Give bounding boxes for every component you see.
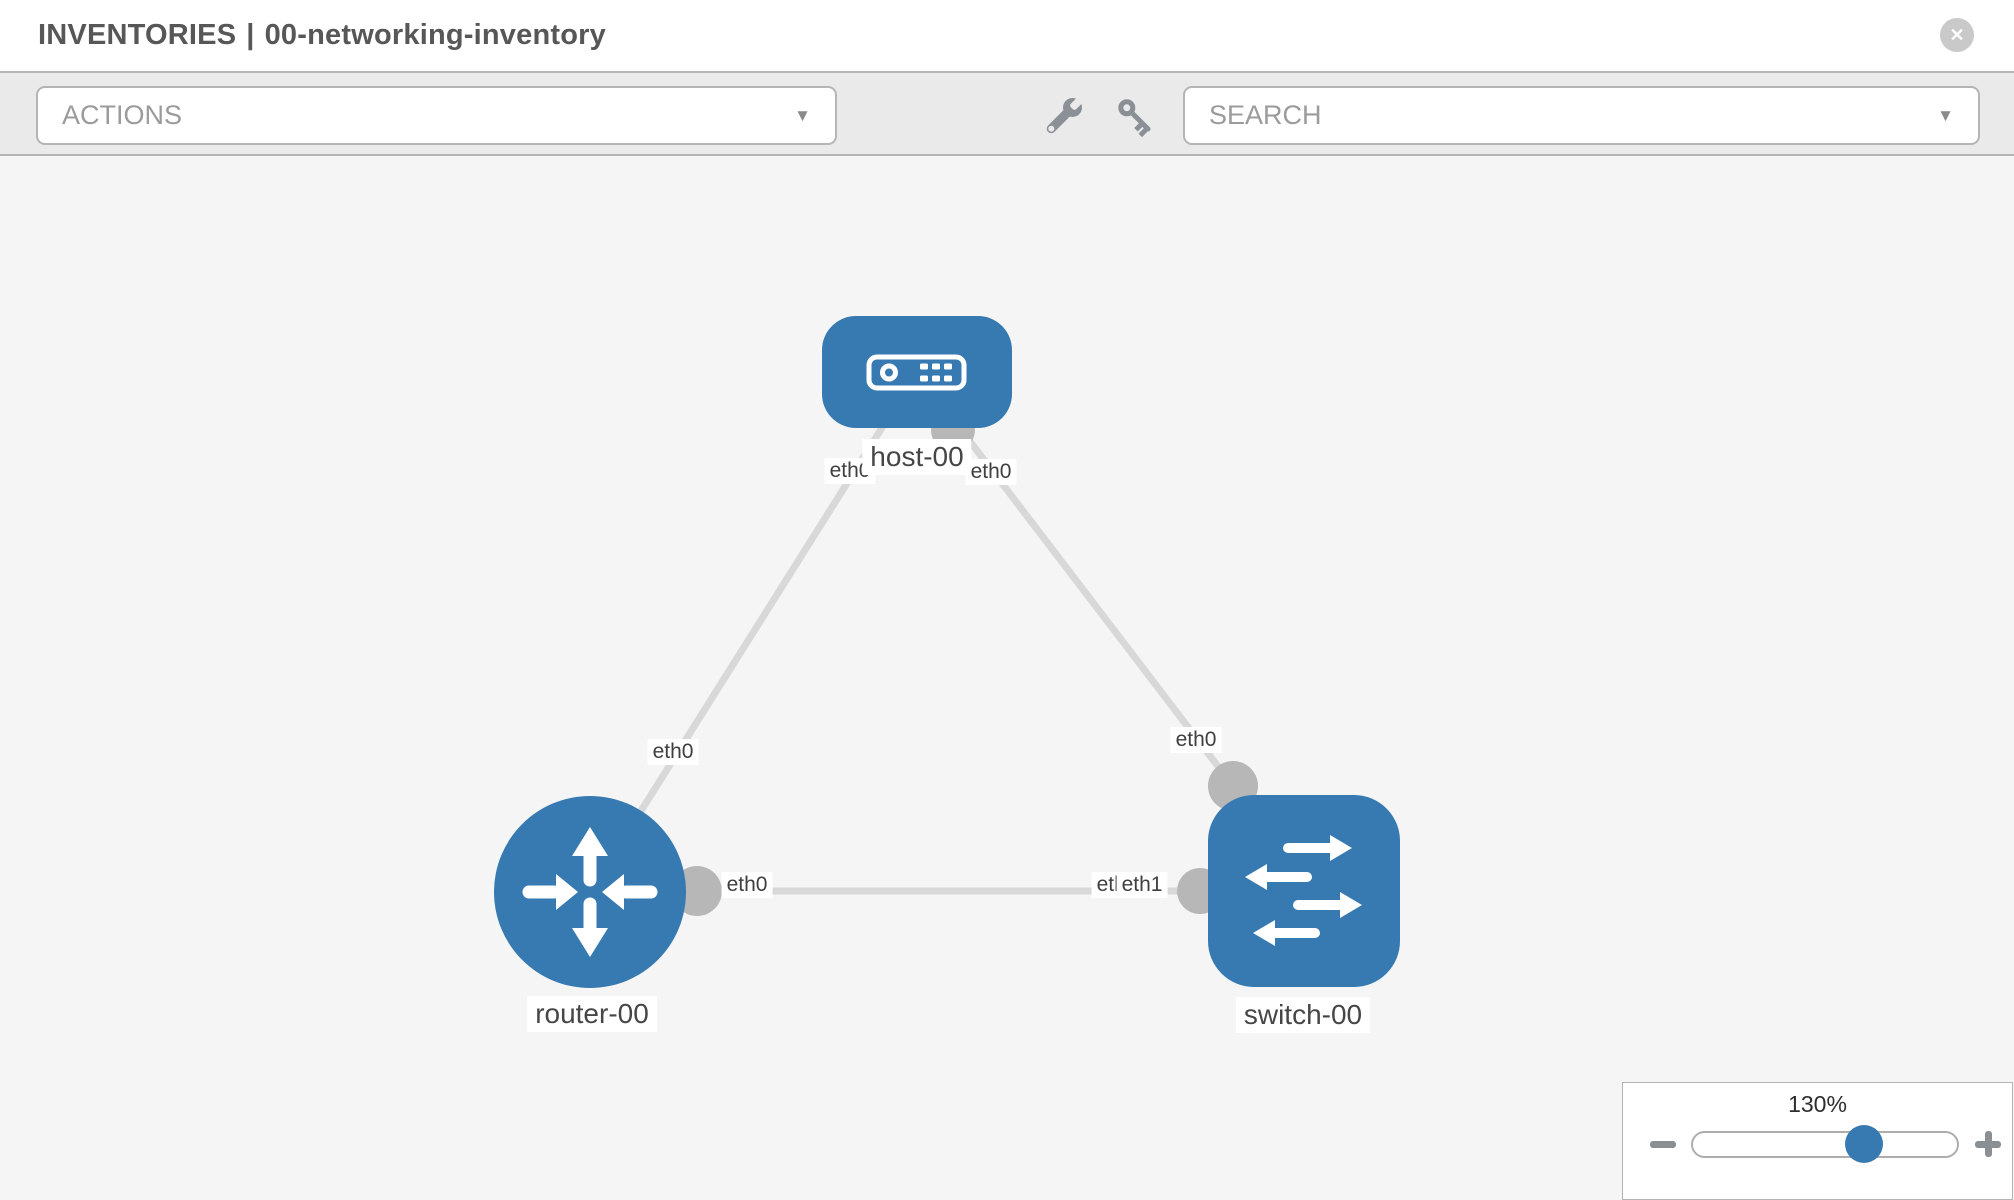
inventory-name: 00-networking-inventory	[264, 19, 606, 51]
zoom-control-panel: 130%	[1622, 1082, 2013, 1200]
host-icon	[866, 354, 967, 391]
interface-label: eth1	[1116, 872, 1168, 898]
title-bar: INVENTORIES | 00-networking-inventory ✕	[0, 0, 2014, 71]
zoom-in-button[interactable]	[1975, 1131, 2001, 1157]
interface-label: eth0	[647, 739, 699, 765]
router-icon	[522, 827, 658, 957]
interface-label: eth0	[965, 459, 1017, 485]
search-dropdown[interactable]: SEARCH ▼	[1183, 86, 1980, 145]
zoom-out-button[interactable]	[1650, 1141, 1676, 1148]
close-button[interactable]: ✕	[1940, 18, 1974, 52]
zoom-slider-track[interactable]	[1691, 1131, 1959, 1158]
title-separator: |	[246, 19, 255, 51]
node-label-host: host-00	[862, 439, 972, 475]
breadcrumb-section: INVENTORIES	[38, 19, 237, 51]
node-label-switch: switch-00	[1235, 997, 1371, 1033]
page-title: INVENTORIES | 00-networking-inventory	[38, 0, 606, 71]
node-host-00[interactable]	[822, 316, 1012, 428]
actions-dropdown-label: ACTIONS	[62, 100, 183, 130]
chevron-down-icon: ▼	[794, 105, 811, 125]
interface-label: eth0	[1170, 727, 1222, 753]
interface-label: eth0	[824, 458, 876, 484]
node-switch-00[interactable]	[1208, 795, 1400, 987]
chevron-down-icon: ▼	[1937, 105, 1954, 125]
plus-icon	[1984, 1131, 1992, 1157]
topology-canvas[interactable]: eth0 eth0 eth0 eth0 eth0 eth0 eth1 host-…	[0, 156, 2014, 1200]
interface-label: eth0	[721, 872, 773, 898]
toolbar: ACTIONS ▼ SEARCH ▼	[0, 71, 2014, 156]
wrench-icon[interactable]	[1042, 94, 1086, 138]
node-router-00[interactable]	[494, 796, 686, 988]
close-icon: ✕	[1949, 25, 1965, 45]
node-label-router: router-00	[527, 996, 657, 1032]
switch-icon	[1245, 835, 1362, 946]
topology-svg	[494, 316, 1400, 988]
zoom-slider-thumb[interactable]	[1845, 1125, 1883, 1163]
actions-dropdown[interactable]: ACTIONS ▼	[36, 86, 837, 145]
search-dropdown-label: SEARCH	[1209, 100, 1322, 130]
key-icon[interactable]	[1114, 95, 1158, 139]
zoom-value: 130%	[1788, 1091, 1847, 1117]
